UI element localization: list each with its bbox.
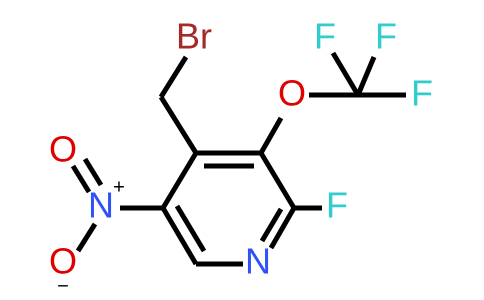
bond-cf3-f-top (355, 56, 377, 96)
bond-c6-c5-inner (174, 204, 207, 253)
bond-c5-c4 (160, 151, 199, 210)
bond-cf3-f-left (330, 51, 361, 97)
bond-nitro-o-top (70, 164, 92, 194)
charge-nitro-oxygen: − (57, 275, 69, 297)
atom-fluorine-ring: F (326, 185, 348, 226)
bond-group (70, 51, 406, 267)
atom-fluorine-cf3-top: F (375, 16, 397, 57)
bond-nitro-o-bottom (75, 222, 98, 253)
atom-oxygen-ether: O (278, 73, 306, 114)
atom-fluorine-cf3-left: F (314, 16, 336, 57)
charge-nitro-nitrogen: + (113, 176, 125, 198)
atom-oxygen-nitro-top: O (49, 129, 77, 170)
bond-c2-n-inner (259, 207, 284, 243)
bond-c3-c2 (258, 151, 297, 210)
atom-labels: Br O F F F F N N + O O − (49, 16, 433, 298)
bond-c2-n (268, 206, 297, 250)
atom-oxygen-nitro-bottom: O (49, 241, 77, 282)
bond-nitro-o-top-second (82, 157, 104, 187)
bond-c6-c5 (160, 206, 199, 266)
atom-fluorine-cf3-right: F (411, 73, 433, 114)
atom-nitrogen-nitro: N (88, 185, 114, 226)
bond-ch2-c4 (158, 95, 199, 155)
bond-br-ch2 (158, 55, 189, 99)
atom-nitrogen-ring: N (245, 241, 271, 282)
bond-c3-o (258, 116, 284, 155)
atom-bromine: Br (176, 16, 212, 57)
